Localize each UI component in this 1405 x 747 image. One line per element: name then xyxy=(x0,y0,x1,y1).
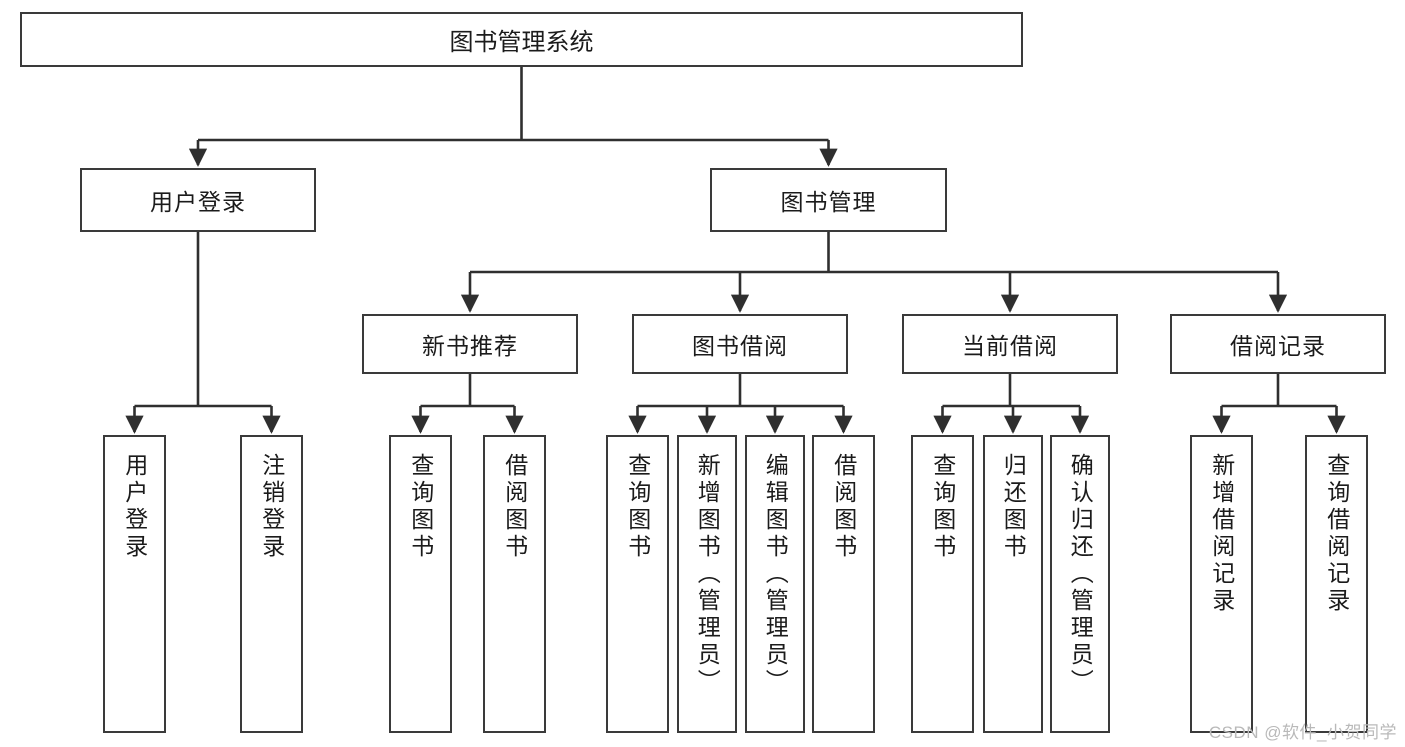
node-leaf-cb-return-book: 归还图书 xyxy=(983,435,1043,733)
node-label: 借阅图书 xyxy=(501,453,528,561)
node-borrow-record: 借阅记录 xyxy=(1170,314,1386,374)
node-leaf-bb-add-book: 新增图书（管理员） xyxy=(677,435,737,733)
node-leaf-rec-borrow-book: 借阅图书 xyxy=(483,435,546,733)
node-current-borrow: 当前借阅 xyxy=(902,314,1118,374)
node-leaf-cb-query-book: 查询图书 xyxy=(911,435,974,733)
node-label: 图书管理系统 xyxy=(449,29,594,56)
node-label: 用户登录 xyxy=(150,189,246,215)
node-label: 新书推荐 xyxy=(422,333,518,359)
node-label: 确认归还（管理员） xyxy=(1067,453,1094,696)
node-leaf-bb-query-book: 查询图书 xyxy=(606,435,669,733)
node-label: 注销登录 xyxy=(258,453,285,561)
node-label: 查询图书 xyxy=(929,453,956,561)
node-leaf-bb-edit-book: 编辑图书（管理员） xyxy=(745,435,805,733)
node-label: 图书借阅 xyxy=(692,333,788,359)
node-leaf-user-login: 用户登录 xyxy=(103,435,166,733)
node-leaf-rec-query-book: 查询图书 xyxy=(389,435,452,733)
node-leaf-bb-borrow-book: 借阅图书 xyxy=(812,435,875,733)
node-label: 图书管理 xyxy=(780,189,877,215)
node-leaf-user-logout: 注销登录 xyxy=(240,435,303,733)
node-label: 编辑图书（管理员） xyxy=(762,453,789,696)
node-new-book-rec: 新书推荐 xyxy=(362,314,578,374)
node-label: 用户登录 xyxy=(121,453,148,561)
node-book-borrow: 图书借阅 xyxy=(632,314,848,374)
node-book-manage: 图书管理 xyxy=(710,168,947,232)
node-root: 图书管理系统 xyxy=(20,12,1023,67)
node-label: 借阅记录 xyxy=(1230,333,1326,359)
node-leaf-cb-confirm-return: 确认归还（管理员） xyxy=(1050,435,1110,733)
node-label: 新增图书（管理员） xyxy=(694,453,721,696)
node-label: 新增借阅记录 xyxy=(1208,453,1235,615)
node-label: 查询图书 xyxy=(407,453,434,561)
node-leaf-br-add-record: 新增借阅记录 xyxy=(1190,435,1253,733)
node-label: 归还图书 xyxy=(1000,453,1027,561)
node-label: 查询借阅记录 xyxy=(1323,453,1350,615)
node-leaf-br-query-record: 查询借阅记录 xyxy=(1305,435,1368,733)
node-label: 借阅图书 xyxy=(830,453,857,561)
node-label: 查询图书 xyxy=(624,453,651,561)
node-user-login: 用户登录 xyxy=(80,168,316,232)
node-label: 当前借阅 xyxy=(962,333,1058,359)
csdn-watermark: CSDN @软件_小贺同学 xyxy=(1208,723,1397,742)
